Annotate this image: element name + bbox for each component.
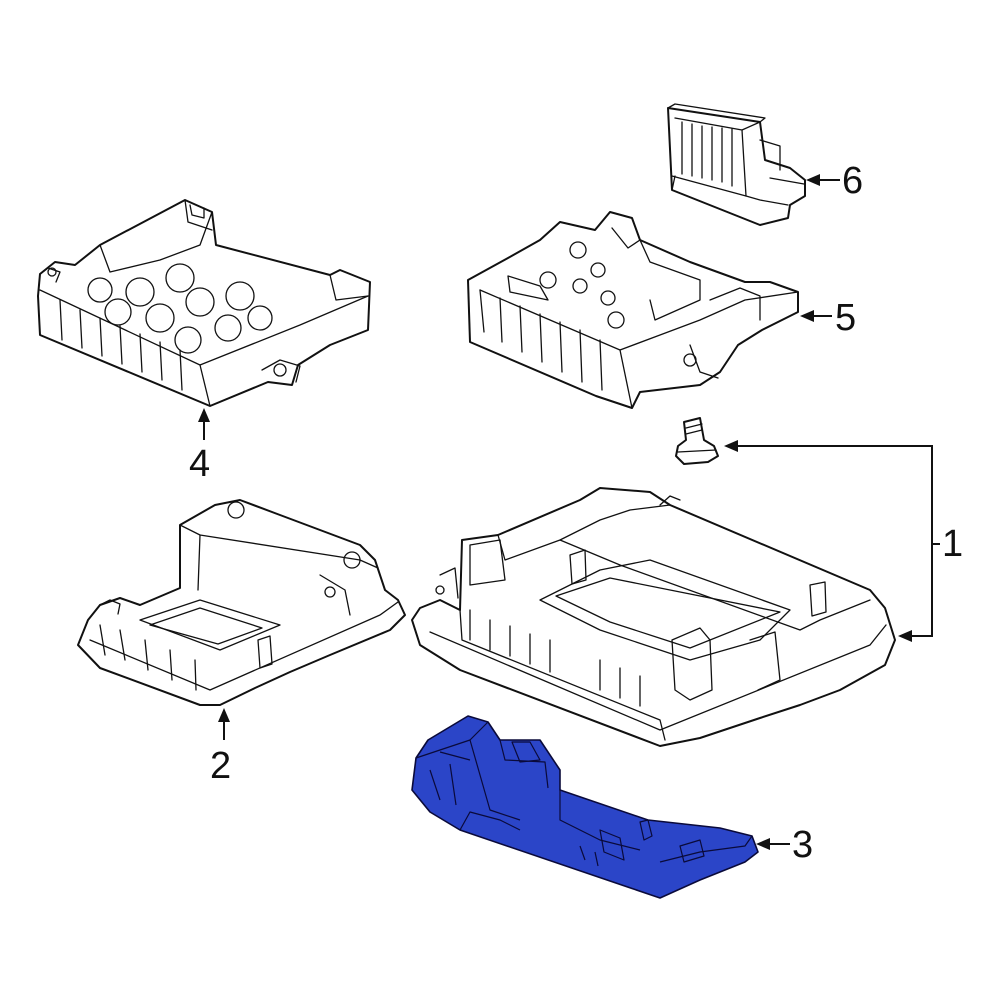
callout-3-label: 3 bbox=[792, 824, 813, 866]
callout-1-leader bbox=[724, 440, 940, 642]
part-1-clip[interactable] bbox=[675, 417, 719, 465]
part-5-control-module[interactable] bbox=[467, 211, 799, 409]
callout-5-label: 5 bbox=[835, 297, 856, 339]
callout-1-label: 1 bbox=[942, 523, 963, 565]
part-2-lamp-housing[interactable] bbox=[77, 499, 406, 706]
callout-2-label: 2 bbox=[210, 745, 231, 787]
part-6-connector-module[interactable] bbox=[667, 103, 806, 226]
callout-2-leader bbox=[218, 708, 230, 740]
callout-6-label: 6 bbox=[842, 160, 863, 202]
part-3-lens-cover[interactable] bbox=[411, 715, 759, 899]
callout-6-leader bbox=[806, 174, 840, 186]
callout-5-leader bbox=[800, 310, 832, 322]
callout-4-label: 4 bbox=[189, 443, 210, 485]
part-1-console-housing[interactable] bbox=[411, 487, 896, 747]
part-4-bracket-housing[interactable] bbox=[37, 199, 371, 407]
callout-3-leader bbox=[756, 838, 790, 850]
callout-4-leader bbox=[198, 408, 210, 440]
